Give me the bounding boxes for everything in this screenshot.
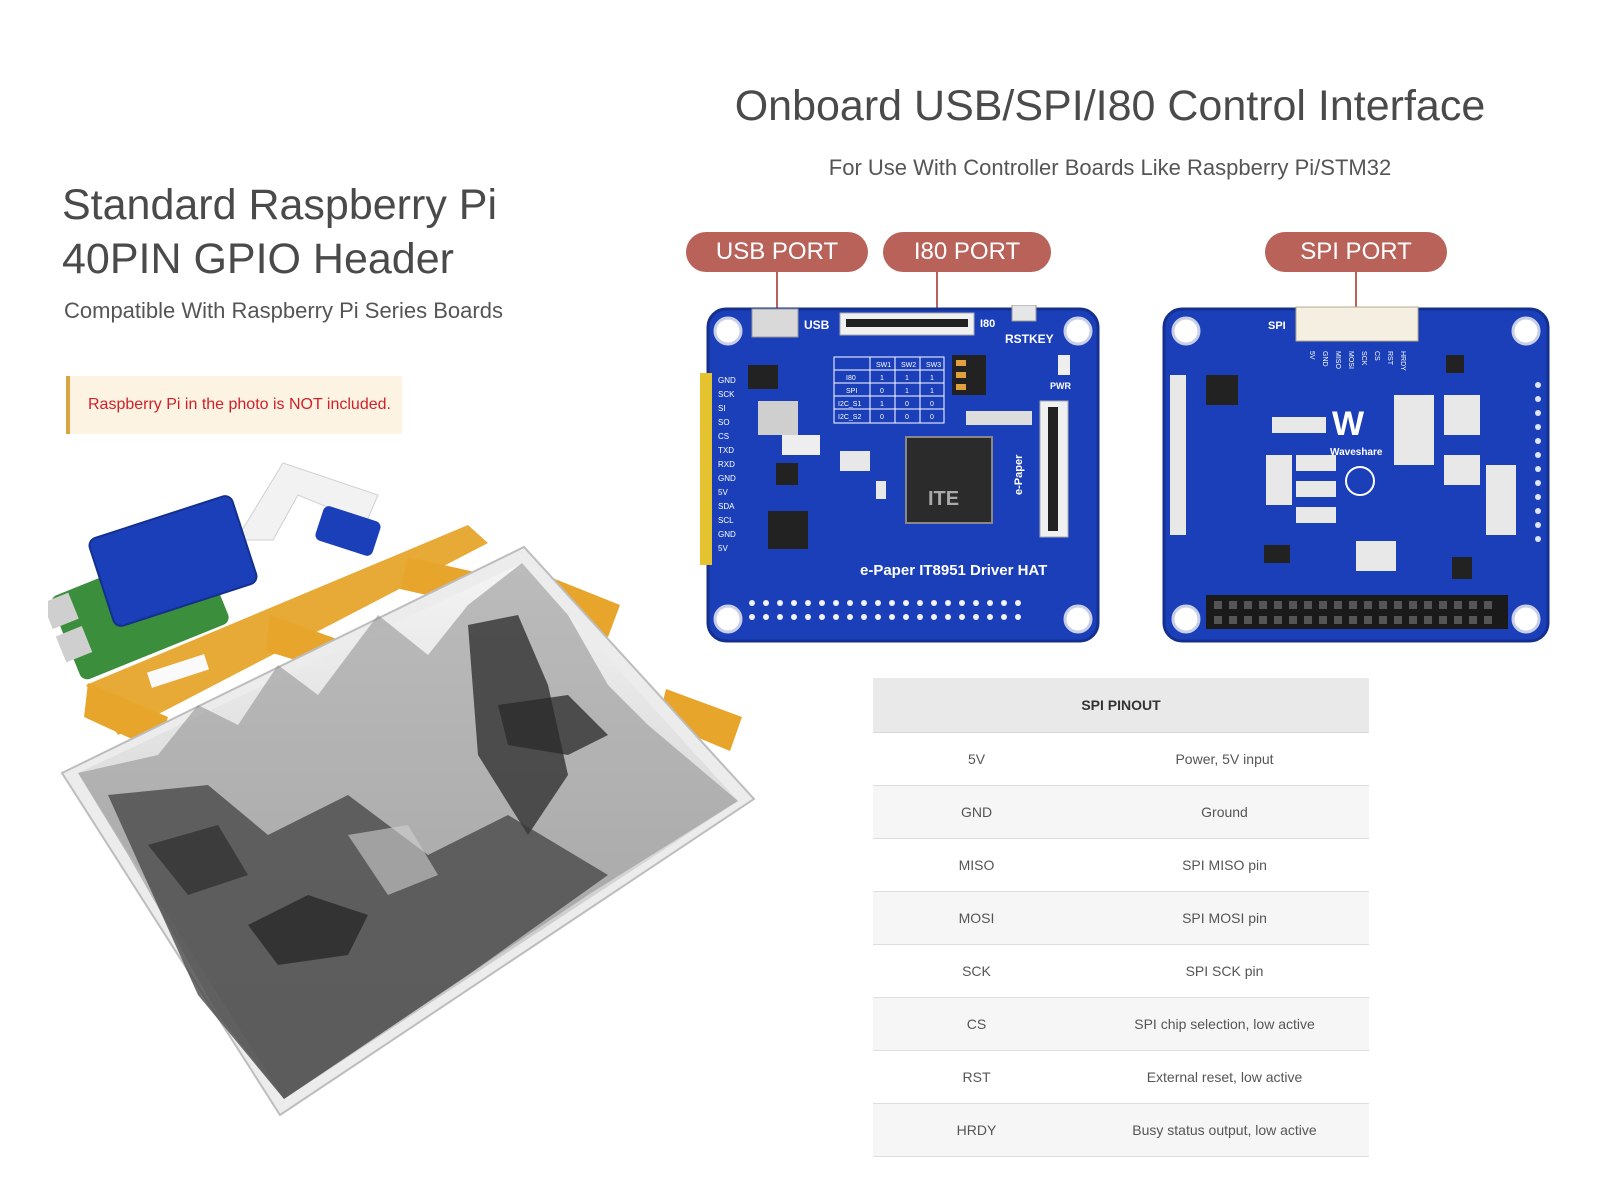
- driver-hat-back-board: SPI 5V GND MISO MOSI SCK CS RST HRDY W W…: [1162, 306, 1550, 643]
- svg-text:0: 0: [880, 388, 884, 395]
- svg-text:0: 0: [905, 414, 909, 421]
- svg-text:0: 0: [930, 401, 934, 408]
- switch-table: SW1 SW2 SW3 I80 1 1 1 SPI 0 1 1 I2C_S1 1…: [833, 356, 945, 424]
- back-pin-label: SCK: [1360, 351, 1367, 366]
- pin-name: SCK: [873, 944, 1080, 998]
- pin-name: CS: [873, 997, 1080, 1051]
- front-pin-label: SO: [718, 418, 730, 427]
- front-pin-label: RXD: [718, 460, 735, 469]
- i80-port-label: I80 PORT: [883, 232, 1051, 272]
- svg-text:SW1: SW1: [876, 362, 891, 369]
- front-i80-silk: I80: [980, 318, 995, 330]
- pin-description: SPI MOSI pin: [1080, 891, 1369, 945]
- pinout-header-row: SPI PINOUT: [873, 678, 1369, 733]
- front-pwr-silk: PWR: [1050, 381, 1071, 391]
- left-subtitle: Compatible With Raspberry Pi Series Boar…: [64, 298, 503, 323]
- svg-text:1: 1: [880, 401, 884, 408]
- front-pin-label: SCL: [718, 516, 734, 525]
- svg-text:1: 1: [930, 388, 934, 395]
- back-pin-label: GND: [1321, 351, 1328, 367]
- pin-name: 5V: [873, 732, 1080, 786]
- svg-text:I2C_S1: I2C_S1: [838, 401, 861, 408]
- back-pin-label: 5V: [1308, 351, 1315, 360]
- svg-text:0: 0: [930, 414, 934, 421]
- hat-on-pi: [88, 495, 258, 627]
- epaper-panel-illustration: [48, 462, 756, 1117]
- not-included-note: Raspberry Pi in the photo is NOT include…: [66, 376, 402, 434]
- svg-text:SPI: SPI: [846, 388, 857, 395]
- spi-port-connector: [1355, 272, 1357, 326]
- svg-text:0: 0: [880, 414, 884, 421]
- pin-description: Ground: [1080, 785, 1369, 839]
- svg-text:I2C_S2: I2C_S2: [838, 414, 861, 421]
- not-included-note-text: Raspberry Pi in the photo is NOT include…: [88, 396, 391, 413]
- pin-description: SPI chip selection, low active: [1080, 997, 1369, 1051]
- front-pin-label: TXD: [718, 446, 734, 455]
- front-usb-silk: USB: [804, 318, 830, 332]
- front-rstkey-silk: RSTKEY: [1005, 332, 1054, 346]
- usb-port-label: USB PORT: [686, 232, 868, 272]
- pin-name: HRDY: [873, 1103, 1080, 1157]
- back-spi-silk: SPI: [1268, 320, 1286, 332]
- svg-text:1: 1: [905, 375, 909, 382]
- pinout-title: SPI PINOUT: [873, 678, 1369, 733]
- left-heading-line2: 40PIN GPIO Header: [62, 235, 454, 283]
- front-epaper-silk: e-Paper: [1013, 454, 1025, 495]
- front-pin-label: SDA: [718, 502, 735, 511]
- front-pin-label: CS: [718, 432, 729, 441]
- pin-name: MOSI: [873, 891, 1080, 945]
- front-pin-label: GND: [718, 376, 736, 385]
- svg-text:I80: I80: [846, 375, 856, 382]
- svg-text:1: 1: [905, 388, 909, 395]
- svg-text:1: 1: [880, 375, 884, 382]
- pin-description: External reset, low active: [1080, 1050, 1369, 1104]
- back-pin-label: MOSI: [1347, 351, 1354, 369]
- pin-name: GND: [873, 785, 1080, 839]
- back-brand-silk: Waveshare: [1330, 447, 1383, 458]
- front-pin-label: GND: [718, 474, 736, 483]
- svg-text:0: 0: [905, 401, 909, 408]
- adapter-board: [315, 506, 381, 556]
- pin-description: Busy status output, low active: [1080, 1103, 1369, 1157]
- front-board-title: e-Paper IT8951 Driver HAT: [860, 562, 1047, 579]
- pin-description: SPI MISO pin: [1080, 838, 1369, 892]
- pin-name: RST: [873, 1050, 1080, 1104]
- pin-description: SPI SCK pin: [1080, 944, 1369, 998]
- main-chip-logo: ITE: [928, 488, 959, 510]
- pin-description: Power, 5V input: [1080, 732, 1369, 786]
- pin-name: MISO: [873, 838, 1080, 892]
- right-heading: Onboard USB/SPI/I80 Control Interface: [734, 82, 1486, 130]
- svg-text:SW2: SW2: [901, 362, 916, 369]
- right-subtitle: For Use With Controller Boards Like Rasp…: [828, 155, 1392, 180]
- back-pin-label: CS: [1373, 351, 1380, 361]
- back-pin-label: HRDY: [1399, 351, 1406, 371]
- front-pin-label: 5V: [718, 544, 728, 553]
- rohs-mark-icon: [1345, 466, 1375, 496]
- svg-text:1: 1: [930, 375, 934, 382]
- left-heading: Standard Raspberry Pi 40PIN GPIO Header: [62, 178, 582, 286]
- i80-port-connector: [936, 272, 938, 318]
- waveshare-logo: W: [1332, 405, 1365, 443]
- front-pin-label: SI: [718, 404, 726, 413]
- front-pin-label: 5V: [718, 488, 728, 497]
- svg-text:SW3: SW3: [926, 362, 941, 369]
- front-pin-label: GND: [718, 530, 736, 539]
- driver-hat-front-board: USB I80 RSTKEY GND SCK SI SO CS TXD RXD …: [700, 305, 1100, 643]
- back-pin-label: RST: [1386, 351, 1393, 366]
- left-heading-line1: Standard Raspberry Pi: [62, 181, 497, 229]
- spi-port-label: SPI PORT: [1265, 232, 1447, 272]
- usb-port-connector: [776, 272, 778, 316]
- front-pin-label: SCK: [718, 390, 735, 399]
- back-pin-label: MISO: [1334, 351, 1341, 369]
